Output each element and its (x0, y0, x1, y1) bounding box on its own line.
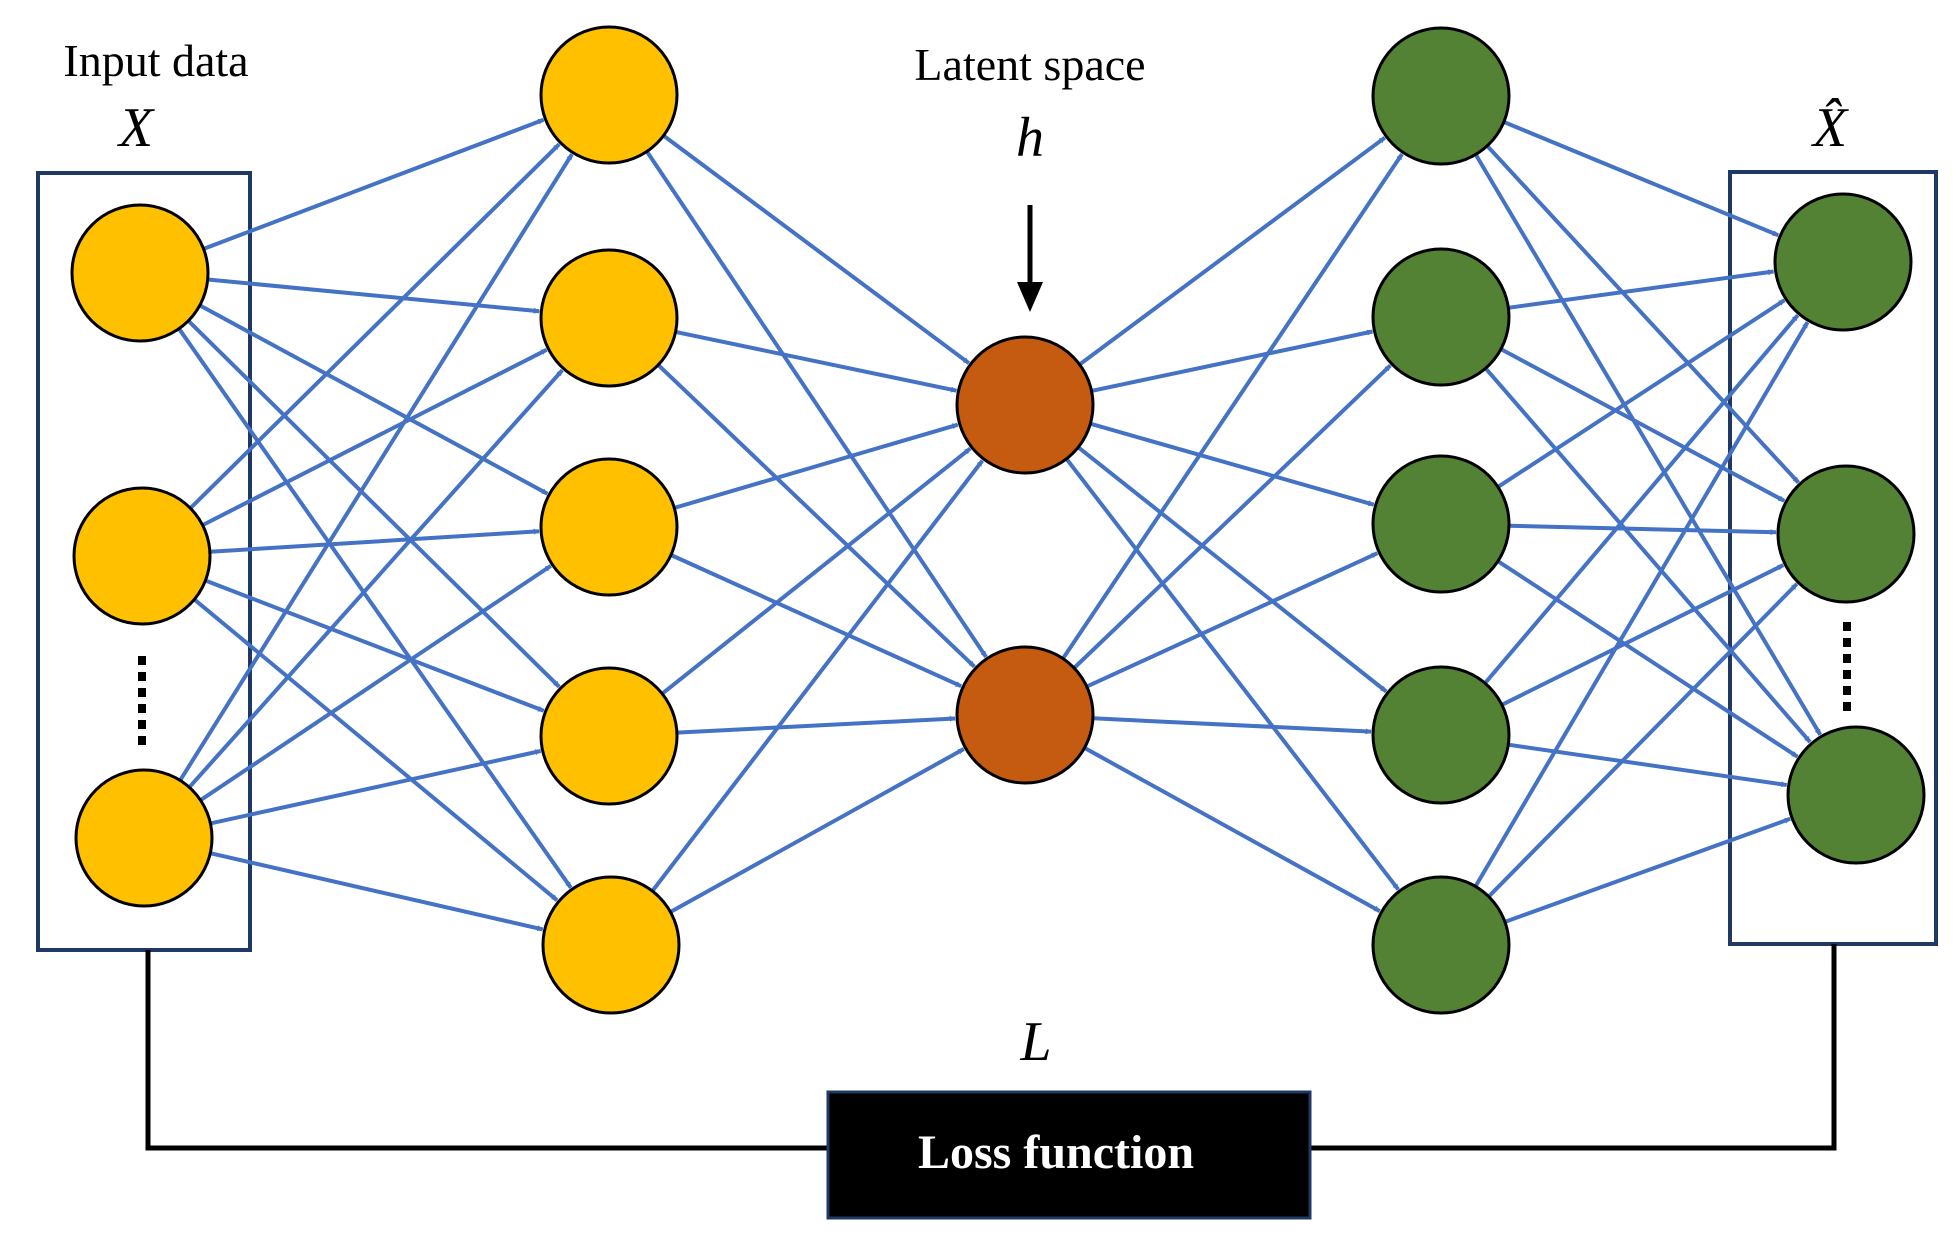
edge-latent-2-to-decoder-hidden-1 (1061, 152, 1404, 660)
edge-decoder-hidden-1-to-output-3 (1473, 153, 1823, 736)
latent-node-2 (955, 645, 1095, 785)
edge-decoder-hidden-4-to-output-2 (1501, 563, 1785, 707)
loss-symbol: L (1019, 1011, 1051, 1073)
edge-latent-1-to-decoder-hidden-5 (1064, 457, 1400, 891)
latent-title: Latent space (914, 39, 1145, 90)
edge-decoder-hidden-5-to-output-2 (1487, 582, 1799, 899)
encoder-hidden-node-1 (539, 25, 679, 165)
encoder-hidden-node-2 (539, 248, 679, 388)
decoder-hidden-node-5 (1371, 875, 1511, 1015)
input-node-2 (72, 486, 212, 626)
edge-encoder-hidden-2-to-latent-2 (656, 363, 976, 669)
decoder-hidden-node-1 (1371, 26, 1511, 166)
edge-latent-1-to-decoder-hidden-4 (1077, 445, 1388, 694)
edge-decoder-hidden-1-to-output-1 (1503, 120, 1780, 238)
output-node-3 (1786, 725, 1926, 865)
edge-decoder-hidden-3-to-output-3 (1496, 559, 1799, 759)
input-node-3 (74, 768, 214, 908)
edge-input-2-to-encoder-hidden-4 (204, 578, 545, 713)
connections (177, 117, 1823, 932)
edge-latent-2-to-decoder-hidden-4 (1092, 716, 1372, 735)
edge-decoder-hidden-5-to-output-1 (1473, 321, 1810, 888)
output-node-2 (1776, 464, 1916, 604)
edge-decoder-hidden-2-to-output-3 (1484, 366, 1812, 744)
loss-wire-left (145, 950, 828, 1151)
latent-node-1 (955, 335, 1095, 475)
decoder-hidden-node-4 (1371, 665, 1511, 805)
neurons (70, 25, 1926, 1015)
edge-input-1-to-encoder-hidden-3 (198, 303, 549, 496)
edge-decoder-hidden-3-to-output-2 (1508, 523, 1777, 536)
edge-decoder-hidden-4-to-output-3 (1508, 742, 1788, 788)
loss-function-label: Loss function (918, 1126, 1194, 1179)
edge-latent-1-to-decoder-hidden-1 (1078, 136, 1386, 367)
output-symbol: X̂ (1811, 97, 1850, 159)
edge-input-3-to-encoder-hidden-3 (199, 564, 552, 802)
edge-encoder-hidden-4-to-latent-2 (676, 715, 956, 735)
edge-input-1-to-encoder-hidden-2 (207, 277, 540, 314)
edge-input-1-to-encoder-hidden-4 (186, 319, 561, 689)
edge-latent-2-to-decoder-hidden-5 (1083, 746, 1381, 913)
edge-decoder-hidden-2-to-output-1 (1508, 269, 1775, 310)
latent-symbol: h (1016, 107, 1044, 169)
edge-encoder-hidden-5-to-latent-2 (669, 747, 965, 914)
edge-encoder-hidden-2-to-latent-1 (675, 329, 958, 393)
edge-input-3-to-encoder-hidden-4 (209, 749, 542, 826)
edge-decoder-hidden-4-to-output-1 (1483, 314, 1800, 685)
edge-encoder-hidden-1-to-latent-1 (662, 133, 971, 365)
edge-encoder-hidden-4-to-latent-1 (660, 447, 972, 696)
edge-decoder-hidden-2-to-output-2 (1499, 347, 1786, 503)
edge-decoder-hidden-5-to-output-3 (1504, 816, 1791, 924)
encoder-hidden-node-5 (541, 875, 681, 1015)
encoder-hidden-node-3 (539, 457, 679, 597)
edge-input-2-to-encoder-hidden-5 (193, 597, 559, 902)
decoder-hidden-node-2 (1371, 247, 1511, 387)
output-node-1 (1773, 192, 1913, 332)
input-title: Input data (63, 35, 248, 86)
edge-input-2-to-encoder-hidden-1 (188, 142, 561, 510)
edge-input-1-to-encoder-hidden-1 (202, 117, 545, 251)
edge-input-2-to-encoder-hidden-2 (201, 348, 548, 527)
loss-wire-right (1310, 944, 1837, 1151)
edge-encoder-hidden-1-to-latent-2 (645, 150, 988, 659)
edge-input-2-to-encoder-hidden-3 (209, 528, 540, 554)
edge-input-3-to-encoder-hidden-1 (178, 153, 574, 782)
edge-input-3-to-encoder-hidden-2 (187, 368, 564, 789)
edge-latent-1-to-decoder-hidden-3 (1089, 421, 1375, 507)
edge-input-1-to-encoder-hidden-5 (177, 327, 573, 889)
edge-encoder-hidden-3-to-latent-1 (673, 422, 959, 510)
latent-arrowhead-icon (1017, 282, 1043, 312)
edge-encoder-hidden-3-to-latent-2 (670, 553, 963, 689)
edge-decoder-hidden-3-to-output-1 (1496, 298, 1786, 489)
input-frame (36, 171, 252, 952)
edge-input-3-to-encoder-hidden-5 (209, 851, 544, 932)
encoder-hidden-node-4 (539, 666, 679, 806)
input-symbol: X (117, 97, 156, 159)
input-node-1 (70, 203, 210, 343)
edge-latent-1-to-decoder-hidden-2 (1091, 329, 1374, 393)
edge-encoder-hidden-5-to-latent-1 (650, 459, 984, 893)
loss-function-box (826, 1090, 1312, 1220)
decoder-hidden-node-3 (1371, 454, 1511, 594)
edge-latent-2-to-decoder-hidden-3 (1085, 551, 1379, 689)
edge-latent-2-to-decoder-hidden-2 (1072, 363, 1392, 670)
